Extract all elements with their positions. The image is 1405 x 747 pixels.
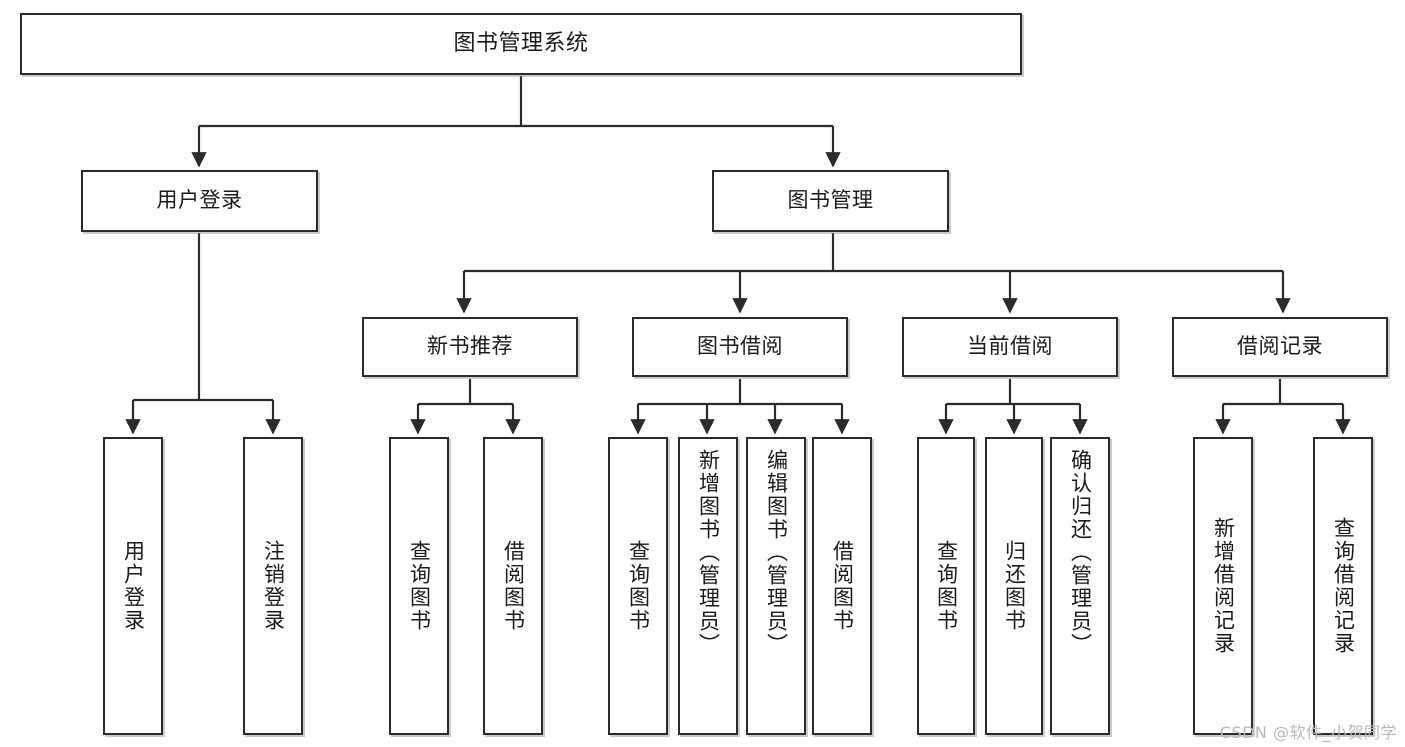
node-label: 用户登录 bbox=[156, 188, 243, 213]
node-label: 查询图书 bbox=[934, 540, 959, 632]
leaf-new-book-query-books[interactable]: 查询图书 bbox=[389, 437, 449, 735]
node-root-book-management-system[interactable]: 图书管理系统 bbox=[20, 13, 1022, 75]
leaf-book-borrow-add-book-admin[interactable]: 新增图书（管理员） bbox=[678, 437, 738, 735]
leaf-borrow-record-query-record[interactable]: 查询借阅记录 bbox=[1313, 437, 1373, 735]
leaf-borrow-record-add-record[interactable]: 新增借阅记录 bbox=[1193, 437, 1253, 735]
node-label: 新增图书（管理员） bbox=[696, 449, 721, 656]
leaf-book-borrow-edit-book-admin[interactable]: 编辑图书（管理员） bbox=[746, 437, 806, 735]
leaf-book-borrow-query-books[interactable]: 查询图书 bbox=[608, 437, 668, 735]
node-label: 借阅记录 bbox=[1237, 334, 1323, 359]
node-user-login[interactable]: 用户登录 bbox=[81, 170, 318, 232]
node-label: 查询借阅记录 bbox=[1331, 517, 1356, 655]
node-current-borrowing[interactable]: 当前借阅 bbox=[902, 317, 1118, 377]
node-label: 新书推荐 bbox=[427, 334, 513, 359]
node-label: 归还图书 bbox=[1002, 540, 1027, 632]
node-label: 图书借阅 bbox=[697, 334, 783, 359]
node-label: 确认归还（管理员） bbox=[1068, 449, 1093, 656]
node-book-borrowing[interactable]: 图书借阅 bbox=[632, 317, 848, 377]
node-label: 注销登录 bbox=[261, 540, 286, 632]
node-book-management[interactable]: 图书管理 bbox=[712, 170, 949, 232]
leaf-current-borrow-return-books[interactable]: 归还图书 bbox=[985, 437, 1043, 735]
node-label: 查询图书 bbox=[626, 540, 651, 632]
csdn-watermark: CSDN @软件_小贺同学 bbox=[1219, 723, 1397, 742]
node-label: 借阅图书 bbox=[830, 540, 855, 632]
leaf-current-borrow-confirm-return-admin[interactable]: 确认归还（管理员） bbox=[1050, 437, 1110, 735]
node-new-book-recommendation[interactable]: 新书推荐 bbox=[362, 317, 578, 377]
node-label: 当前借阅 bbox=[967, 334, 1053, 359]
node-label: 新增借阅记录 bbox=[1211, 517, 1236, 655]
node-label: 图书管理系统 bbox=[453, 30, 589, 56]
node-label: 编辑图书（管理员） bbox=[764, 449, 789, 656]
node-label: 用户登录 bbox=[121, 540, 146, 632]
leaf-current-borrow-query-books[interactable]: 查询图书 bbox=[917, 437, 975, 735]
leaf-user-login-logout[interactable]: 注销登录 bbox=[243, 437, 303, 735]
node-label: 借阅图书 bbox=[501, 540, 526, 632]
leaf-new-book-borrow-books[interactable]: 借阅图书 bbox=[483, 437, 543, 735]
node-label: 查询图书 bbox=[407, 540, 432, 632]
leaf-book-borrow-borrow-books[interactable]: 借阅图书 bbox=[812, 437, 872, 735]
node-label: 图书管理 bbox=[787, 188, 874, 213]
node-borrow-records[interactable]: 借阅记录 bbox=[1172, 317, 1388, 377]
leaf-user-login-login[interactable]: 用户登录 bbox=[103, 437, 163, 735]
